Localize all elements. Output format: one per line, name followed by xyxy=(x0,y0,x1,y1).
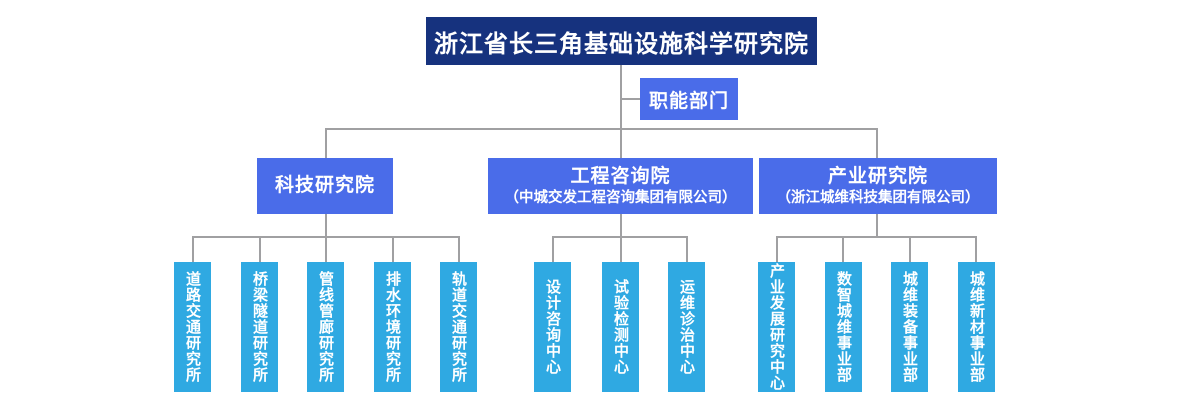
functional-dept-box: 职能部门 xyxy=(640,78,738,120)
branch-subtitle: （浙江城维科技集团有限公司） xyxy=(776,189,980,206)
branch-title: 产业研究院 xyxy=(827,165,928,187)
connector-line xyxy=(776,236,778,262)
leaf-box-yunwei-zhenzhi: 运维诊治中心 xyxy=(668,262,705,392)
leaf-box-sheji-zixun: 设计咨询中心 xyxy=(534,262,571,392)
connector-line xyxy=(620,214,622,236)
connector-line xyxy=(325,214,327,236)
connector-line xyxy=(552,236,554,262)
root-org-label: 浙江省长三角基础设施科学研究院 xyxy=(434,30,809,58)
root-org-box: 浙江省长三角基础设施科学研究院 xyxy=(426,17,817,65)
connector-line xyxy=(458,236,460,262)
leaf-box-guidao-jiaotong: 轨道交通研究所 xyxy=(440,262,477,392)
branch-box-keji-yanjiuyuan: 科技研究院 xyxy=(257,158,393,214)
connector-line xyxy=(620,65,622,129)
leaf-box-shiyan-jiance: 试验检测中心 xyxy=(602,262,639,392)
connector-line xyxy=(325,128,878,130)
connector-line xyxy=(620,128,622,158)
connector-line xyxy=(686,236,688,262)
functional-dept-label: 职能部门 xyxy=(648,90,729,112)
leaf-box-paishui-huanjing: 排水环境研究所 xyxy=(374,262,411,392)
connector-line xyxy=(909,236,911,262)
leaf-box-qiaoliang-suidao: 桥梁隧道研究所 xyxy=(241,262,278,392)
branch-box-gongcheng-zixunyuan: 工程咨询院 （中城交发工程咨询集团有限公司） xyxy=(488,158,753,214)
leaf-box-chengwei-zhuangbei: 城维装备事业部 xyxy=(891,262,928,392)
branch-box-chanye-yanjiuyuan: 产业研究院 （浙江城维科技集团有限公司） xyxy=(759,158,997,214)
connector-line xyxy=(975,236,977,262)
branch-title: 科技研究院 xyxy=(274,175,375,196)
connector-line xyxy=(876,214,878,236)
connector-line xyxy=(392,236,394,262)
connector-line xyxy=(842,236,844,262)
leaf-box-guanxian-guanlang: 管线管廊研究所 xyxy=(307,262,344,392)
connector-line xyxy=(876,128,878,158)
connector-line xyxy=(325,236,327,262)
connector-line xyxy=(325,128,327,158)
branch-title: 工程咨询院 xyxy=(570,165,671,187)
connector-line xyxy=(620,98,640,100)
leaf-box-daolu-jiaotong: 道路交通研究所 xyxy=(174,262,211,392)
connector-line xyxy=(192,236,194,262)
connector-line xyxy=(776,236,976,238)
connector-line xyxy=(259,236,261,262)
leaf-box-chengwei-xincai: 城维新材事业部 xyxy=(958,262,995,392)
connector-line xyxy=(620,236,622,262)
branch-subtitle: （中城交发工程咨询集团有限公司） xyxy=(504,189,737,206)
leaf-box-shuzhi-chengwei: 数智城维事业部 xyxy=(825,262,862,392)
leaf-box-chanye-fazhan: 产业发展研究中心 xyxy=(758,262,795,392)
